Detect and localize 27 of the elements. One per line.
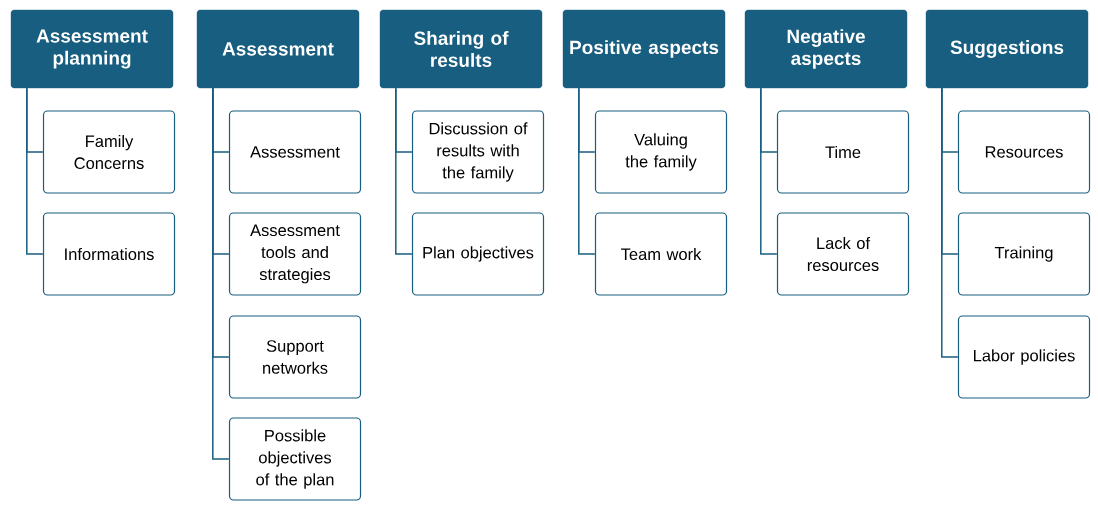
- header-box: Assessment: [196, 9, 360, 89]
- category-box: Discussion of results with the family: [411, 110, 545, 194]
- connector-line: [760, 87, 778, 255]
- connector-line: [26, 87, 44, 255]
- category-box: Resources: [957, 110, 1091, 194]
- category-box: Possible objectives of the plan: [228, 417, 362, 501]
- connector-line: [212, 87, 230, 460]
- category-box: Time: [776, 110, 910, 194]
- category-box: Valuing the family: [594, 110, 728, 194]
- category-box: Family Concerns: [42, 110, 176, 194]
- category-box: Support networks: [228, 315, 362, 399]
- header-box: Assessment planning: [10, 9, 174, 89]
- category-box: Assessment: [228, 110, 362, 194]
- category-box: Team work: [594, 212, 728, 296]
- header-box: Positive aspects: [562, 9, 726, 89]
- connector-line: [941, 87, 959, 358]
- category-box: Assessment tools and strategies: [228, 212, 362, 296]
- connector-line: [395, 87, 413, 255]
- connector-line: [578, 87, 596, 255]
- category-box: Plan objectives: [411, 212, 545, 296]
- header-box: Suggestions: [925, 9, 1089, 89]
- category-box: Lack of resources: [776, 212, 910, 296]
- category-box: Training: [957, 212, 1091, 296]
- category-box: Labor policies: [957, 315, 1091, 399]
- category-box: Informations: [42, 212, 176, 296]
- header-box: Negative aspects: [744, 9, 908, 89]
- header-box: Sharing of results: [379, 9, 543, 89]
